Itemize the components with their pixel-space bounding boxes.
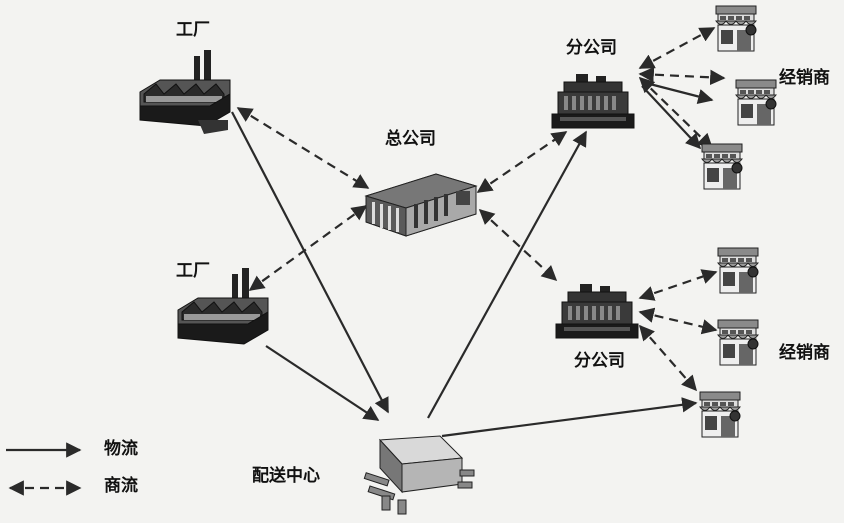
label-dealers-bottom: 经销商	[779, 343, 830, 363]
label-distribution-center: 配送中心	[252, 466, 320, 486]
commerce-flows	[236, 27, 726, 392]
flow-hq-factory-top	[236, 107, 370, 189]
branch-office-icon	[551, 73, 635, 129]
label-factory-mid: 工厂	[176, 261, 210, 281]
label-branch-bottom: 分公司	[574, 351, 625, 371]
logistics-flows	[231, 80, 714, 438]
label-dealers-top: 经销商	[779, 68, 830, 88]
flow-distribution-to-branch-top	[427, 130, 587, 419]
label-headquarters: 总公司	[385, 129, 436, 149]
store-icon	[735, 79, 777, 126]
flow-branch-top-store-1	[638, 27, 716, 69]
flow-factory-mid-to-distribution	[265, 345, 380, 421]
headquarters-building-icon	[364, 173, 478, 237]
flow-branch-bottom-store-3	[638, 324, 698, 392]
flow-branch-top-store-2	[638, 66, 726, 86]
flow-branch-top-store-3	[638, 76, 714, 150]
branch-office-icon	[555, 283, 639, 339]
store-icon	[717, 319, 759, 366]
store-icon	[699, 391, 741, 438]
flow-branch-bottom-store-1	[638, 269, 718, 301]
factory-icon	[139, 50, 231, 134]
legend-logistics-label: 物流	[104, 439, 138, 459]
store-icon	[701, 143, 743, 190]
legend-commerce-label: 商流	[104, 476, 138, 496]
label-branch-top: 分公司	[566, 38, 617, 58]
flow-distribution-to-store	[441, 397, 698, 438]
flow-factory-top-to-distribution	[231, 111, 389, 414]
flow-branch-bottom-store-2	[638, 307, 718, 335]
flow-hq-branch-bottom	[478, 208, 558, 282]
store-icon	[715, 5, 757, 52]
factory-icon	[177, 268, 269, 345]
flow-hq-factory-mid	[248, 205, 368, 291]
distribution-center-icon	[363, 435, 475, 515]
flow-hq-branch-top	[476, 131, 568, 193]
label-factory-top: 工厂	[176, 20, 210, 40]
store-icon	[717, 247, 759, 294]
legend	[6, 442, 82, 496]
